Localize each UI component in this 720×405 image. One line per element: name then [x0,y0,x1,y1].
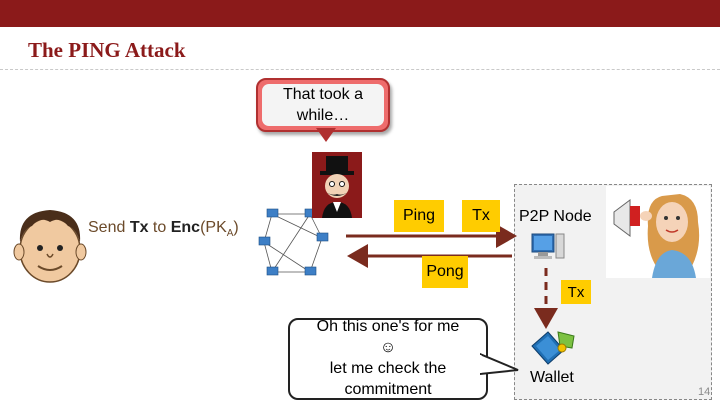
computer-icon [531,233,565,259]
title-divider [0,69,720,71]
p2p-node-label: P2P Node [519,208,592,225]
wallet-label: Wallet [530,369,574,386]
wallet-icon [531,331,575,365]
ping-label: Ping [394,200,444,232]
speech-line-1: Oh this one's for me [316,318,460,335]
villain-icon [312,152,362,218]
person-face-icon [13,210,87,283]
speech-bubble-top-text: That took a while… [262,84,384,126]
send-label: Send Tx to Enc(PKA) [88,219,239,240]
speech-line-4: commitment [344,381,432,398]
speech-bubble-bottom: Oh this one's for me ☺ let me check the … [288,318,488,400]
speech-bubble-bottom-tail [480,352,519,376]
network-graph-icon [258,208,329,276]
speech-bubble-bottom-text: Oh this one's for me ☺ let me check the … [290,318,486,398]
speech-line-3: let me check the [329,360,447,377]
slide-title: The PING Attack [28,38,186,62]
speech-bubble-top: That took a while… [256,78,390,132]
woman-megaphone-icon [606,186,710,278]
tx-down-label: Tx [561,280,591,304]
tx-forward-label: Tx [462,200,500,232]
page-number: 14 [698,386,711,398]
header-bar [0,0,720,27]
speech-bubble-top-tail [316,128,336,142]
smiley-icon: ☺ [379,339,397,356]
pong-label: Pong [422,256,468,288]
